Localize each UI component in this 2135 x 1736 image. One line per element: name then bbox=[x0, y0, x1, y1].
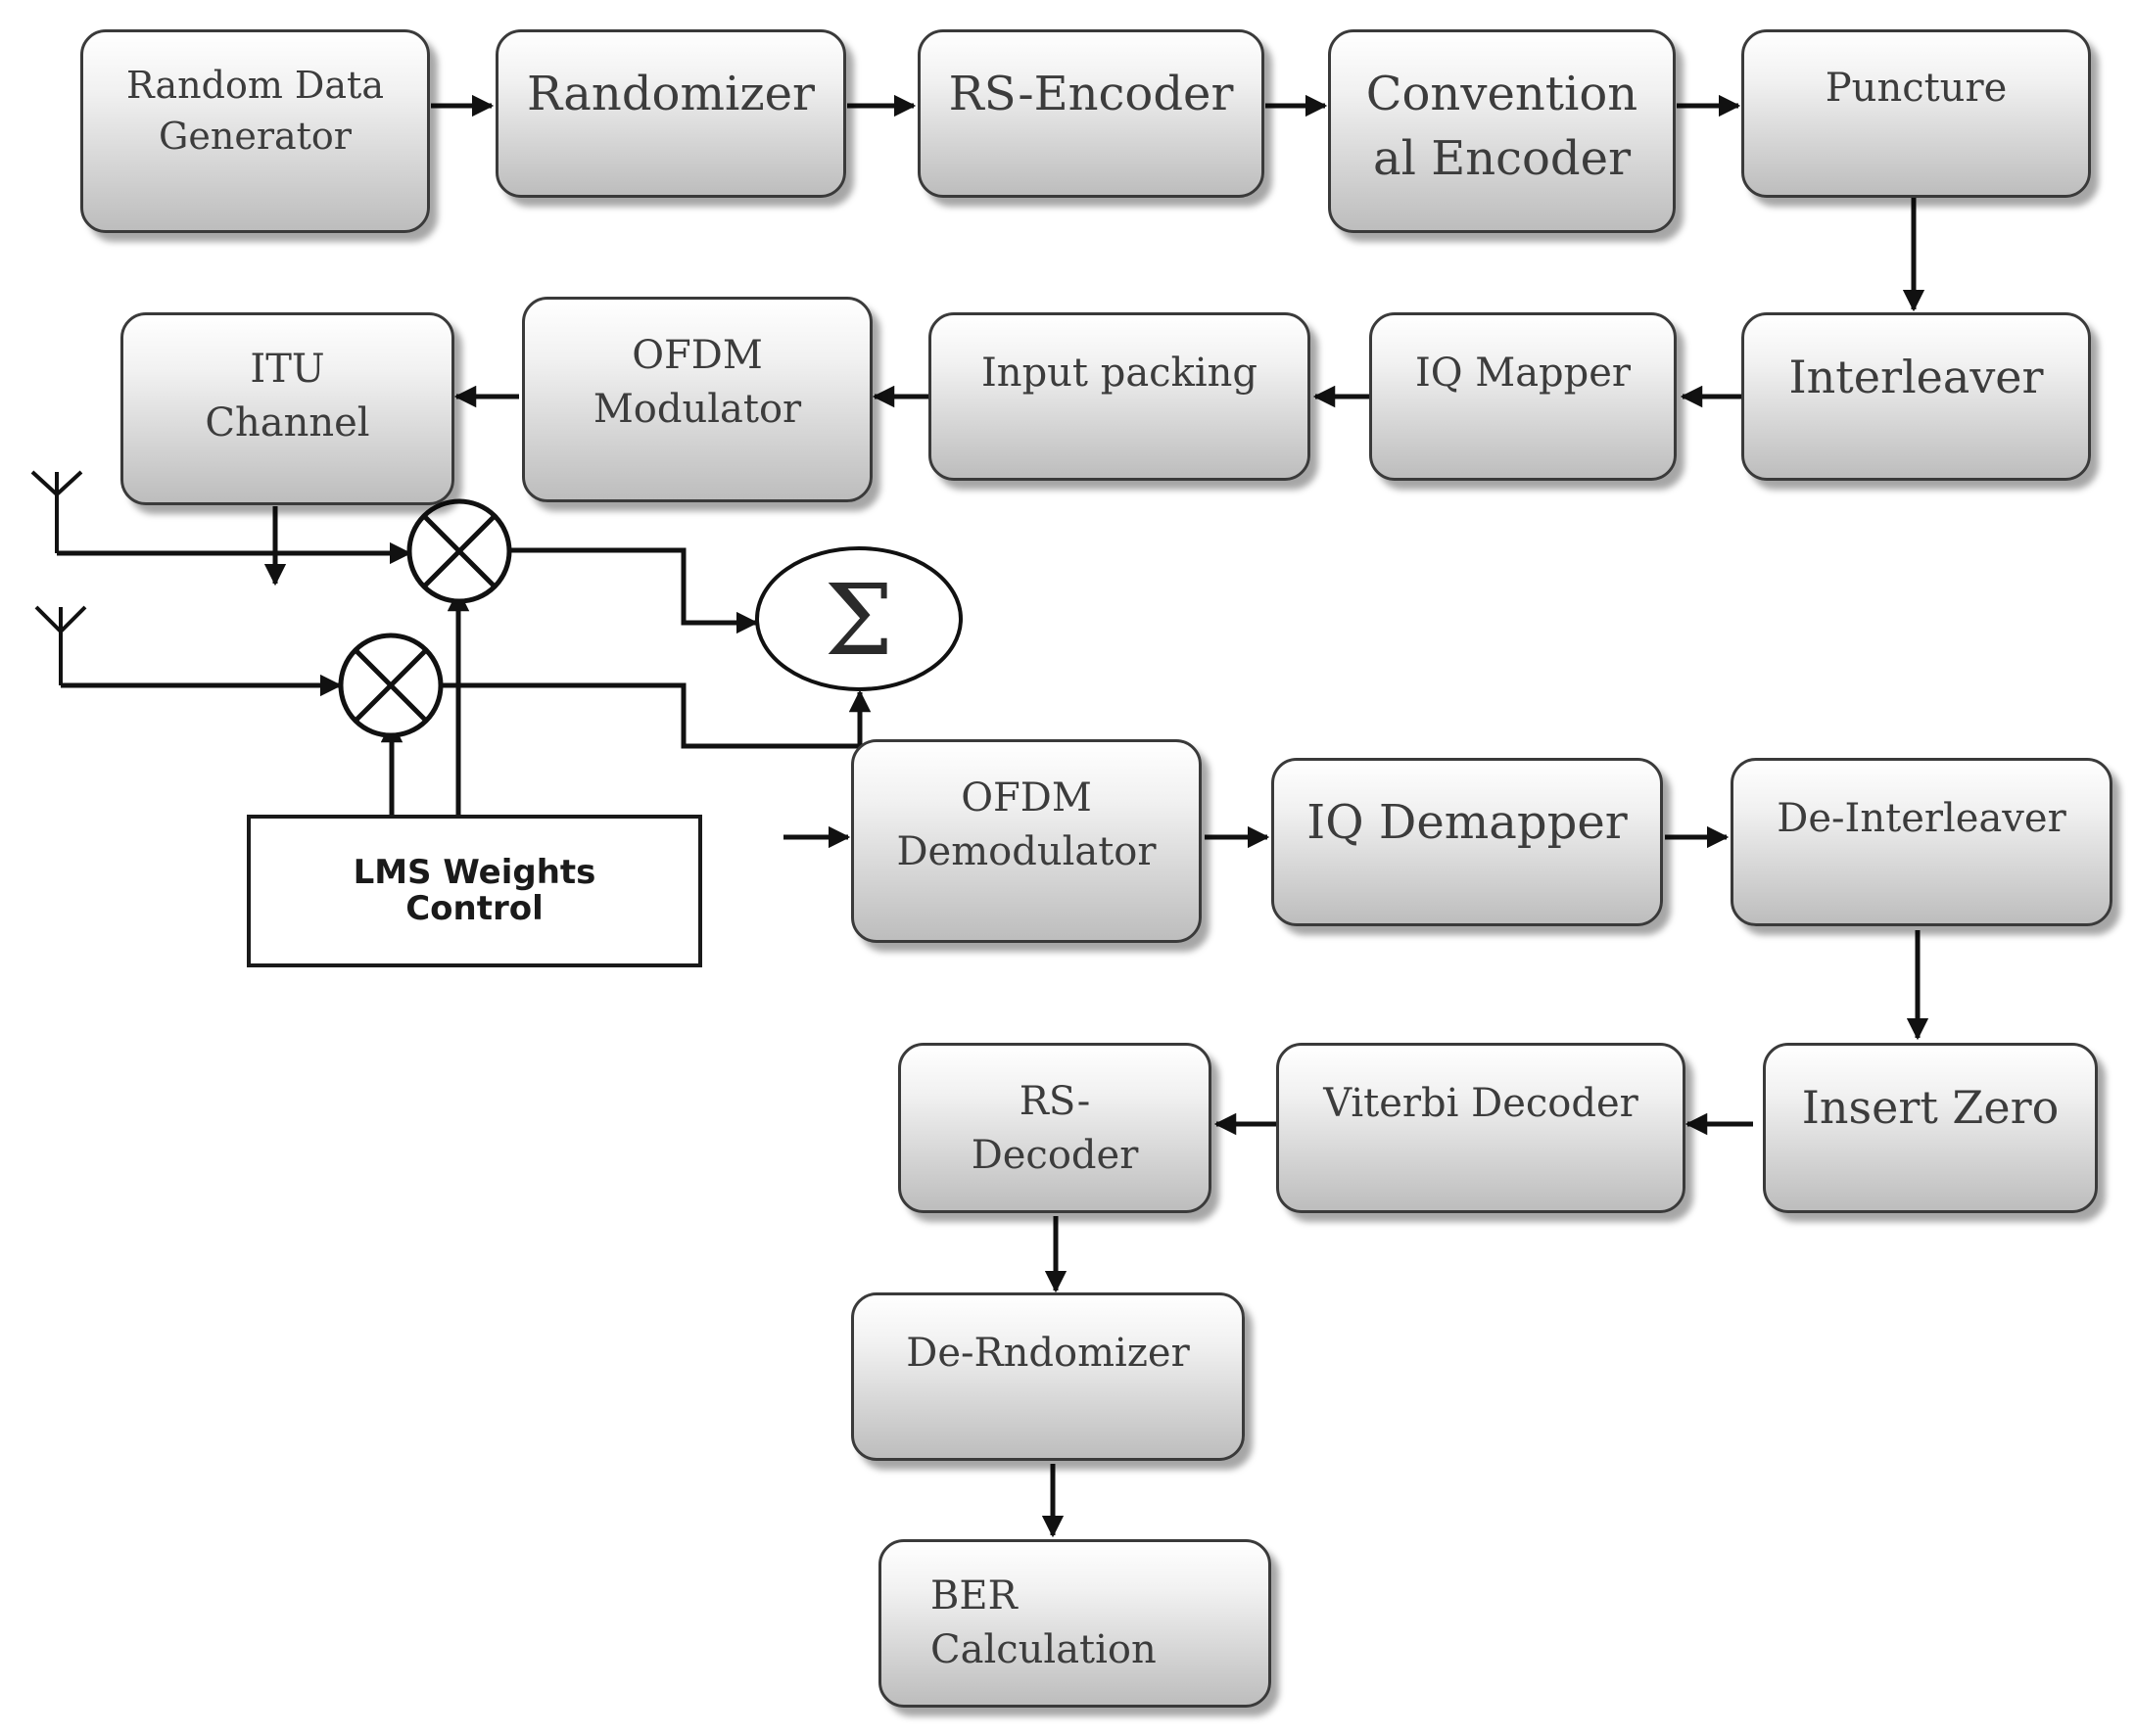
block-de-randomizer-label-line-1: De-Rndomizer bbox=[906, 1331, 1190, 1376]
block-randomizer: Randomizer bbox=[496, 29, 846, 198]
block-rs-encoder: RS-Encoder bbox=[918, 29, 1264, 198]
multiplier-1-icon bbox=[406, 498, 512, 604]
block-ofdm-modulator-label-line-1: OFDM bbox=[632, 333, 763, 378]
antenna-1-icon bbox=[30, 470, 83, 553]
block-rs-encoder-label-line-1: RS-Encoder bbox=[948, 67, 1234, 121]
block-ofdm-demodulator: OFDM Demodulator bbox=[851, 739, 1202, 943]
block-de-interleaver: De-Interleaver bbox=[1731, 758, 2112, 926]
block-rs-decoder: RS- Decoder bbox=[898, 1043, 1211, 1213]
block-insert-zero: Insert Zero bbox=[1763, 1043, 2098, 1213]
block-de-interleaver-label-line-1: De-Interleaver bbox=[1777, 796, 2066, 841]
block-itu-channel: ITU Channel bbox=[120, 312, 454, 505]
block-itu-channel-label-line-2: Channel bbox=[205, 400, 370, 446]
block-de-randomizer: De-Rndomizer bbox=[851, 1292, 1245, 1461]
block-ber-calculation: BER Calculation bbox=[878, 1539, 1271, 1708]
block-puncture-label-line-1: Puncture bbox=[1825, 66, 2008, 111]
block-puncture: Puncture bbox=[1741, 29, 2091, 198]
block-random-data-generator-label-line-2: Generator bbox=[159, 115, 352, 159]
block-ofdm-demodulator-label-line-2: Demodulator bbox=[896, 829, 1157, 875]
block-rs-decoder-label-line-1: RS- bbox=[1019, 1079, 1091, 1124]
lms-weights-control-box-label-line-1: LMS Weights bbox=[353, 852, 596, 892]
summer-node: Σ bbox=[755, 546, 963, 691]
antenna-2-icon bbox=[34, 605, 87, 685]
block-conventional-encoder-label-line-1: Convention bbox=[1365, 67, 1638, 121]
block-itu-channel-label-line-1: ITU bbox=[250, 347, 325, 392]
block-interleaver: Interleaver bbox=[1741, 312, 2091, 481]
block-input-packing-label-line-1: Input packing bbox=[981, 351, 1257, 396]
wire-mult1-to-summer bbox=[509, 547, 759, 634]
lms-weights-control-box-label-line-2: Control bbox=[405, 889, 544, 928]
block-conventional-encoder: Convention al Encoder bbox=[1328, 29, 1676, 233]
block-insert-zero-label-line-1: Insert Zero bbox=[1801, 1081, 2060, 1134]
block-ofdm-modulator: OFDM Modulator bbox=[522, 297, 873, 502]
block-iq-demapper: IQ Demapper bbox=[1271, 758, 1663, 926]
block-ber-calculation-label-line-1: BER bbox=[930, 1573, 1018, 1619]
block-ofdm-modulator-label-line-2: Modulator bbox=[593, 387, 802, 433]
block-viterbi-decoder-label-line-1: Viterbi Decoder bbox=[1323, 1081, 1638, 1126]
block-iq-mapper: IQ Mapper bbox=[1369, 312, 1677, 481]
block-randomizer-label-line-1: Randomizer bbox=[527, 67, 815, 121]
block-interleaver-label-line-1: Interleaver bbox=[1788, 351, 2044, 403]
block-ber-calculation-label-line-2: Calculation bbox=[930, 1627, 1157, 1673]
block-input-packing: Input packing bbox=[928, 312, 1310, 481]
block-random-data-generator-label-line-1: Random Data bbox=[126, 64, 384, 107]
block-viterbi-decoder: Viterbi Decoder bbox=[1276, 1043, 1685, 1213]
wire-mult2-to-summer bbox=[441, 682, 872, 749]
block-iq-mapper-label-line-1: IQ Mapper bbox=[1414, 351, 1632, 396]
block-ofdm-demodulator-label-line-1: OFDM bbox=[961, 775, 1092, 821]
block-rs-decoder-label-line-2: Decoder bbox=[971, 1133, 1139, 1179]
multiplier-2-icon bbox=[338, 633, 444, 738]
block-conventional-encoder-label-line-2: al Encoder bbox=[1372, 131, 1632, 187]
block-iq-demapper-label-line-1: IQ Demapper bbox=[1306, 795, 1628, 850]
summer-sigma-symbol: Σ bbox=[825, 563, 894, 678]
